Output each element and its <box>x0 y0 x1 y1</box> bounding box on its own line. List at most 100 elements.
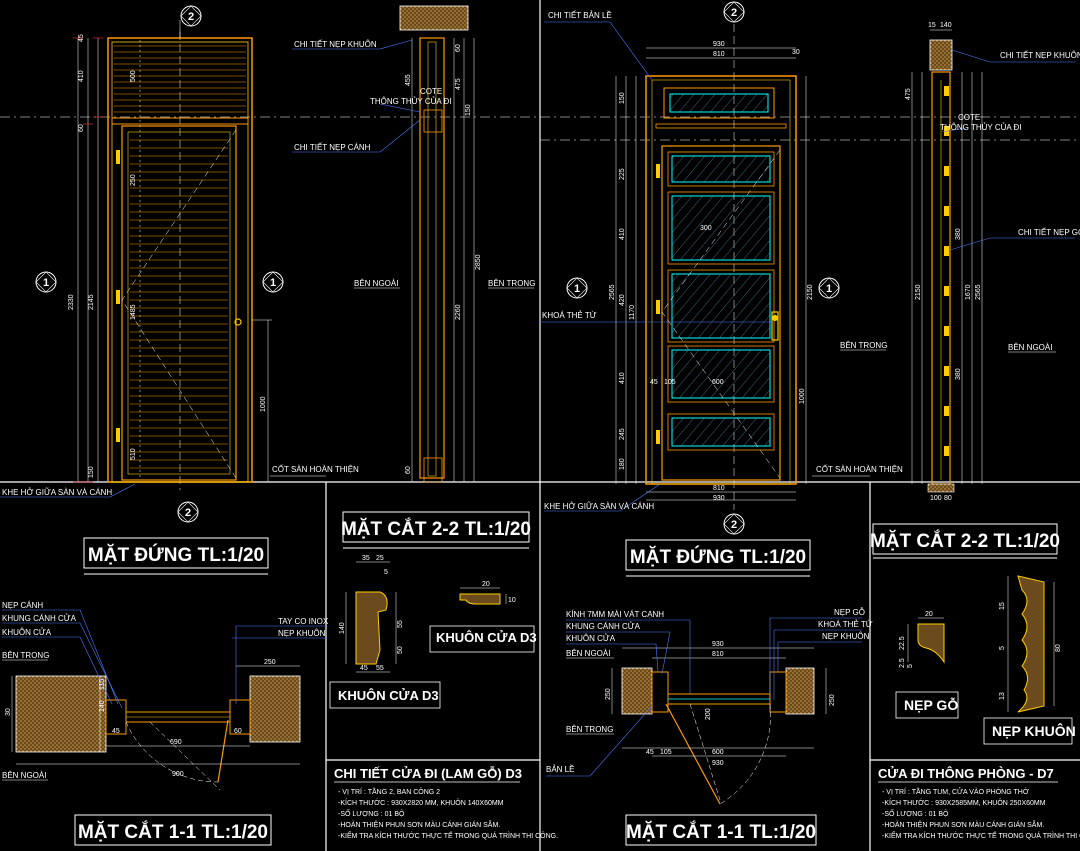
dim-810-bot: 810 <box>713 485 725 492</box>
dim-410b: 410 <box>619 372 626 384</box>
dim-60-s: 60 <box>455 44 462 52</box>
left-info-box: CHI TIẾT CỬA ĐI (LAM GỖ) D3 - VỊ TRÍ : T… <box>334 766 558 840</box>
dim-45-r: 45 <box>650 379 658 386</box>
dim-310: 300 <box>700 225 712 232</box>
label-chi-tiet-nep-khuon-left: CHI TIẾT NẸP KHUÔN <box>294 39 377 49</box>
title-left-elevation: MẶT ĐỨNG TL:1/20 <box>88 544 264 566</box>
dim-80-nk: 80 <box>1055 644 1062 652</box>
dim-900: 900 <box>172 771 184 778</box>
label-thong-thuy-left: THÔNG THỦY CỦA ĐI <box>370 97 452 106</box>
marker-1-label: 1 <box>574 283 580 295</box>
label-nep-khuon-plan: NẸP KHUÔN <box>822 632 870 641</box>
dim-380-b: 380 <box>955 368 962 380</box>
dim-60-p: 60 <box>234 728 242 735</box>
label-chi-tiet-nep-canh: CHI TIẾT NẸP CÁNH <box>294 142 371 152</box>
dim-630: 600 <box>712 379 724 386</box>
right-elevation: 930 810 30 810 930 2565 2150 410 420 410… <box>540 1 1080 535</box>
right-section-11: 930 810 600 930 200 250 250 45 105 KÍNH … <box>546 608 873 805</box>
dim-20: 20 <box>482 581 490 588</box>
label-khe-ho-left: KHE HỞ GIỮA SÀN VÀ CÁNH <box>2 488 112 497</box>
dim-455: 455 <box>405 74 412 86</box>
marker-1-right-b: 1 <box>818 277 840 299</box>
label-khoa-the-tu-plan: KHOÁ THẺ TỪ <box>818 620 873 629</box>
marker-2-bottom-right: 2 <box>723 513 745 535</box>
dim-13-nk: 13 <box>999 692 1006 700</box>
info-line-right-1: - VỊ TRÍ : TẦNG TUM, CỬA VÀO PHÒNG THỜ <box>882 786 1029 796</box>
label-ben-ngoai-right: BÊN NGOÀI <box>1008 343 1052 352</box>
label-ben-ngoai-p: BÊN NGOÀI <box>2 771 46 780</box>
info-title-right: CỬA ĐI THÔNG PHÒNG - D7 <box>878 766 1054 781</box>
dim-2145: 2145 <box>88 294 95 310</box>
info-title-left: CHI TIẾT CỬA ĐI (LAM GỖ) D3 <box>334 766 522 781</box>
dim-150-s: 150 <box>465 104 472 116</box>
dim-30: 30 <box>5 708 12 716</box>
title-right-section22: MẶT CẮT 2-2 TL:1/20 <box>870 530 1060 552</box>
dim-2150-s: 2150 <box>915 284 922 300</box>
label-chi-tiet-nep-khuon-right: CHI TIẾT NẸP KHUÔN <box>1000 50 1080 60</box>
label-thong-thuy-right: THÔNG THỦY CỦA ĐI <box>940 123 1022 132</box>
dim-810-top: 810 <box>713 51 725 58</box>
dim-1670: 1670 <box>965 284 972 300</box>
dim-810-p: 810 <box>712 651 724 658</box>
dim-45-k: 45 <box>360 665 368 672</box>
marker-2-label: 2 <box>731 519 737 531</box>
info-line-left-3: -SỐ LƯỢNG : 01 BỘ <box>338 808 405 818</box>
dim-410: 410 <box>78 70 85 82</box>
label-ben-ngoai-left: BÊN NGOÀI <box>354 279 398 288</box>
dim-25: 25 <box>376 555 384 562</box>
dim-105-p: 105 <box>660 749 672 756</box>
label-kinh: KÍNH 7MM MÀI VÁT CẠNH <box>566 610 664 619</box>
dim-1485: 1485 <box>130 304 137 320</box>
info-line-left-5: -KIỂM TRA KÍCH THƯỚC THỰC TẾ TRONG QUÁ T… <box>338 830 558 840</box>
info-line-right-2: -KÍCH THƯỚC : 930X2585MM, KHUÔN 250X60MM <box>882 798 1046 807</box>
label-khe-ho-right: KHE HỞ GIỮA SÀN VÀ CÁNH <box>544 502 654 511</box>
dim-2565-s: 2565 <box>975 284 982 300</box>
title-khuon-cua-d3-a: KHUÔN CỬA D3 <box>338 688 439 703</box>
marker-2-top-right: 2 <box>723 1 745 23</box>
dim-45-p: 45 <box>646 749 654 756</box>
info-line-left-1: - VỊ TRÍ : TẦNG 2, BAN CÔNG 2 <box>338 786 440 796</box>
dim-225: 225 <box>619 168 626 180</box>
info-line-right-5: -KIỂM TRA KÍCH THƯỚC THỰC TẾ TRONG QUÁ T… <box>882 830 1080 840</box>
label-cote-left: COTE <box>420 87 442 96</box>
dim-15-nk: 15 <box>999 602 1006 610</box>
dim-200: 200 <box>705 708 712 720</box>
label-ben-trong-p: BÊN TRONG <box>2 651 49 660</box>
label-khuon-cua-right: KHUÔN CỬA <box>566 634 616 643</box>
dim-105-r: 105 <box>664 379 676 386</box>
dim-80: 80 <box>944 495 952 502</box>
marker-2-label: 2 <box>731 7 737 19</box>
info-line-right-3: -SỐ LƯỢNG : 01 BỘ <box>882 808 949 818</box>
marker-2-bottom-left: 2 <box>177 501 199 523</box>
dim-930-bot: 930 <box>713 495 725 502</box>
dim-690: 690 <box>170 739 182 746</box>
left-khuon-details: 35 25 45 55 140 55 50 5 KHUÔN CỬA D3 20 … <box>329 555 537 709</box>
right-titles: MẶT ĐỨNG TL:1/20 MẶT CẮT 2-2 TL:1/20 MẶT… <box>625 523 1060 846</box>
dim-2565: 2565 <box>609 284 616 300</box>
right-info-box: CỬA ĐI THÔNG PHÒNG - D7 - VỊ TRÍ : TẦNG … <box>878 766 1080 840</box>
dim-5: 5 <box>384 569 388 576</box>
dim-60: 60 <box>78 124 85 132</box>
title-left-section22: MẶT CẮT 2-2 TL:1/20 <box>341 518 531 540</box>
dim-380-a: 380 <box>955 228 962 240</box>
dim-5-ng: 5 <box>907 664 914 668</box>
dim-245: 245 <box>619 428 626 440</box>
marker-1-label: 1 <box>270 277 276 289</box>
label-chi-tiet-nep-go: CHI TIẾT NẸP GỖ <box>1018 227 1080 237</box>
label-cot-san-left: CỐT SÀN HOÀN THIỆN <box>272 464 359 474</box>
dim-1000-r: 1000 <box>799 388 806 404</box>
dim-930-p2: 930 <box>712 760 724 767</box>
label-khoa-the-tu: KHOÁ THẺ TỪ <box>542 311 597 320</box>
dim-55-k: 55 <box>397 620 404 628</box>
right-section-22: 15 140 100 80 475 2150 2565 1670 380 380… <box>905 22 1080 502</box>
dim-140: 140 <box>99 700 106 712</box>
marker-1-left-b: 1 <box>262 271 284 293</box>
dim-45-p: 45 <box>112 728 120 735</box>
label-ben-trong-left: BÊN TRONG <box>488 279 535 288</box>
label-cote-right: COTE <box>958 113 980 122</box>
dim-410: 410 <box>619 228 626 240</box>
dim-250-p: 250 <box>605 688 612 700</box>
marker-2-label: 2 <box>185 507 191 519</box>
dim-140-k: 140 <box>339 622 346 634</box>
